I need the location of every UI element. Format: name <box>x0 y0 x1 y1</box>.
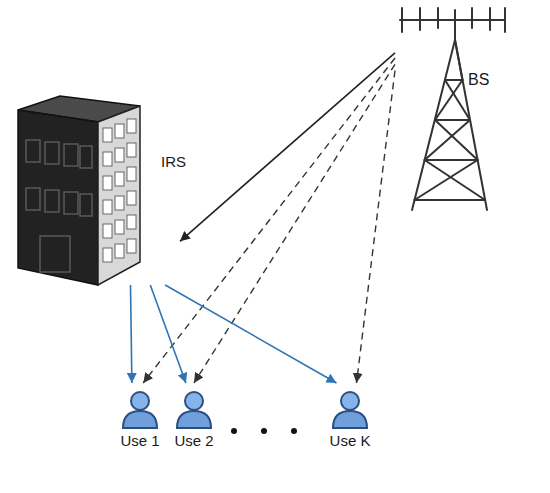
user-icon <box>177 392 211 428</box>
user-icon <box>333 392 367 428</box>
signal-arrow <box>180 53 395 242</box>
node-label: Use 1 <box>93 433 187 450</box>
node-label: BS <box>468 71 489 89</box>
node-label: Use 2 <box>147 433 241 450</box>
direct-link-arrow <box>194 64 395 383</box>
irs-building: IRS <box>15 95 180 285</box>
direct-link-arrow <box>357 71 396 384</box>
building-symbol <box>18 96 140 285</box>
reflected-link-arrow <box>131 285 132 383</box>
reflected-link-arrow <box>150 285 186 383</box>
base-station: BS <box>395 5 505 213</box>
user-node: Use K <box>323 383 377 453</box>
reflected-link-arrow <box>165 285 336 383</box>
direct-link-arrow <box>143 58 395 383</box>
user-node: Use 2 <box>167 383 221 453</box>
ellipsis-dots <box>231 428 297 434</box>
user-icon <box>123 392 157 428</box>
node-label: Use K <box>303 433 397 450</box>
user-node: Use 1 <box>113 383 167 453</box>
tower-symbol <box>400 8 505 210</box>
node-label: IRS <box>161 154 186 171</box>
